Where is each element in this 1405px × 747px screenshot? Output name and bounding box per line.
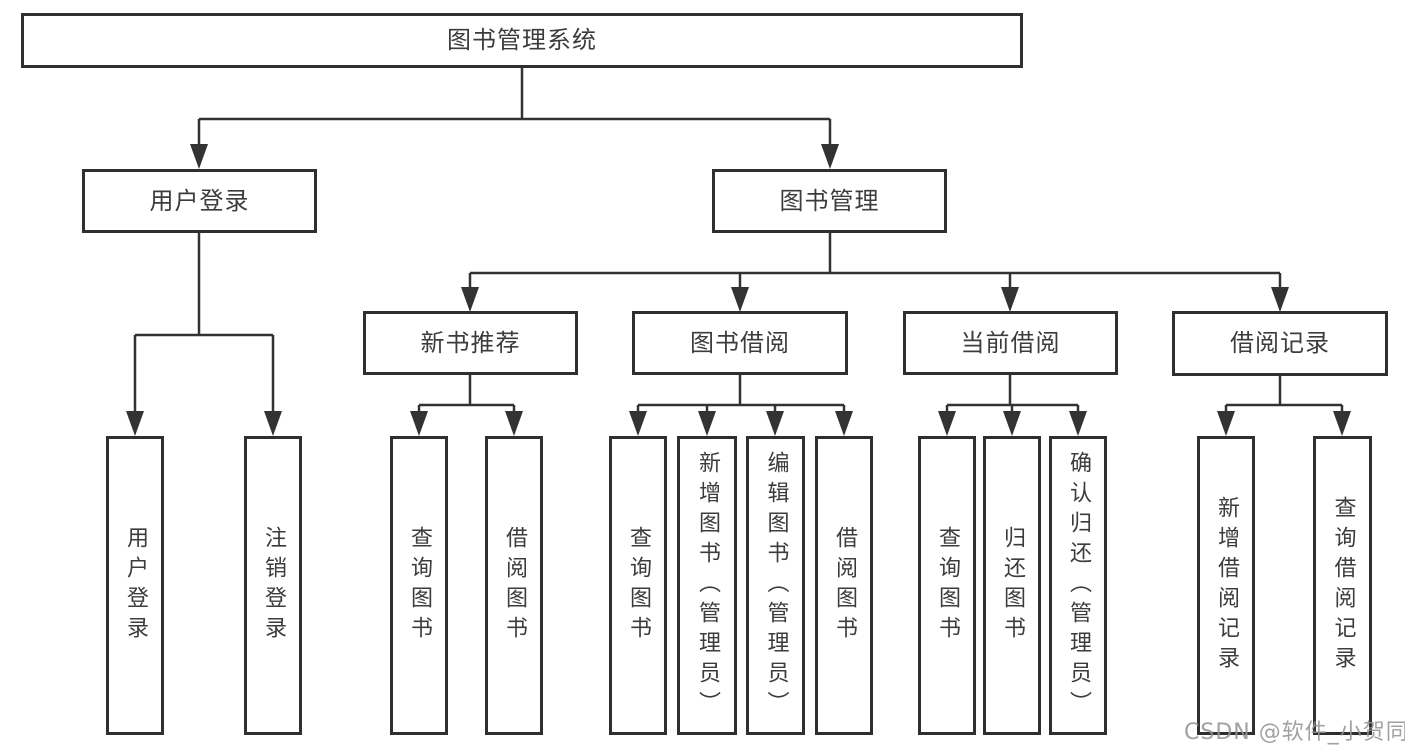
node-leaf-logout: 注销登录 <box>244 436 302 735</box>
arrowhead-icon <box>505 411 523 436</box>
node-book-borrowing: 图书借阅 <box>632 311 848 375</box>
arrowhead-icon <box>835 411 853 436</box>
arrowhead-icon <box>1271 287 1289 312</box>
node-book-management: 图书管理 <box>712 169 947 233</box>
node-leaf-borrow-books-2: 借阅图书 <box>815 436 873 735</box>
node-leaf-query-borrow-record: 查询借阅记录 <box>1313 436 1372 735</box>
arrowhead-icon <box>1333 411 1351 436</box>
node-leaf-edit-book-admin: 编辑图书（管理员） <box>746 436 805 735</box>
node-borrowing-records: 借阅记录 <box>1172 311 1388 376</box>
arrowhead-icon <box>461 287 479 312</box>
arrowhead-icon <box>766 411 784 436</box>
node-leaf-borrow-books-1: 借阅图书 <box>485 436 543 735</box>
node-library-management-system: 图书管理系统 <box>21 13 1023 68</box>
node-current-borrowing: 当前借阅 <box>903 311 1118 375</box>
node-leaf-add-borrow-record: 新增借阅记录 <box>1197 436 1255 735</box>
node-leaf-add-book-admin: 新增图书（管理员） <box>677 436 737 735</box>
node-leaf-user-login: 用户登录 <box>106 436 164 735</box>
csdn-watermark: CSDN @软件_小贺同学 <box>1184 720 1405 745</box>
arrowhead-icon <box>821 144 839 169</box>
arrowhead-icon <box>264 411 282 436</box>
arrowhead-icon <box>190 144 208 169</box>
arrowhead-icon <box>629 411 647 436</box>
arrowhead-icon <box>731 287 749 312</box>
node-leaf-confirm-return-admin: 确认归还（管理员） <box>1049 436 1107 735</box>
arrowhead-icon <box>1069 411 1087 436</box>
node-leaf-query-books-3: 查询图书 <box>918 436 976 735</box>
arrowhead-icon <box>1001 287 1019 312</box>
arrowhead-icon <box>1217 411 1235 436</box>
arrowhead-icon <box>1003 411 1021 436</box>
node-leaf-query-books-2: 查询图书 <box>609 436 667 735</box>
node-leaf-return-book: 归还图书 <box>983 436 1041 735</box>
node-new-book-recommend: 新书推荐 <box>363 311 578 375</box>
arrowhead-icon <box>698 411 716 436</box>
arrowhead-icon <box>410 411 428 436</box>
node-leaf-query-books-1: 查询图书 <box>390 436 448 735</box>
arrowheads <box>126 144 1351 436</box>
arrowhead-icon <box>938 411 956 436</box>
tree-connectors <box>133 67 1344 413</box>
node-user-login: 用户登录 <box>82 169 317 233</box>
arrowhead-icon <box>126 411 144 436</box>
